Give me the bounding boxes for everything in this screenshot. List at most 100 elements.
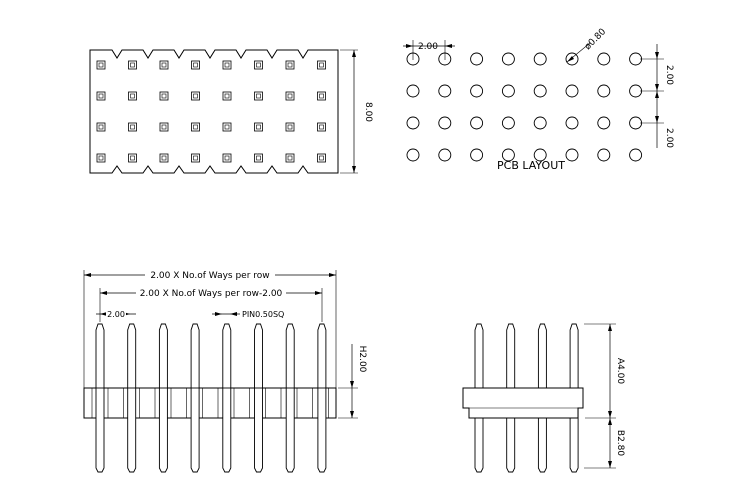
pcb-hole <box>597 52 611 66</box>
top-pin-inner <box>193 155 198 161</box>
side-dim-arrow-4 <box>608 461 612 468</box>
front-pin <box>317 323 327 473</box>
front-pinsize-arrow-left <box>215 312 222 316</box>
top-pin-inner <box>256 155 261 161</box>
front-pinsize-arrow-right <box>230 312 237 316</box>
top-pin-inner <box>161 93 167 99</box>
top-pin <box>128 60 137 70</box>
top-pin <box>96 122 106 132</box>
front-pin <box>190 323 200 473</box>
top-pin <box>222 60 232 70</box>
pcb-hole-leader-arrow <box>567 56 574 62</box>
side-dim-arrow-1 <box>608 324 612 331</box>
top-pin-inner <box>319 93 324 99</box>
top-pin-inner <box>256 93 261 99</box>
front-height-arrow-bottom <box>350 411 354 418</box>
pcb-pitch-arrow-left <box>406 44 413 48</box>
top-pin <box>222 91 232 101</box>
pcb-pitch-arrow-right <box>445 44 452 48</box>
front-span-arrow-right <box>315 291 322 295</box>
pcb-hole <box>406 116 420 130</box>
front-pitch-arrow-left <box>100 312 107 316</box>
pcb-hole <box>629 116 643 130</box>
top-pin <box>96 60 106 70</box>
pcb-hole <box>533 52 547 66</box>
top-pin-inner <box>319 62 324 68</box>
front-pin <box>222 323 232 473</box>
pcb-layout: 2.00 ø0.80 2.00 2.00 PCB LAYOUT <box>403 27 674 172</box>
top-pin-inner <box>161 62 167 68</box>
top-pin <box>222 122 232 132</box>
top-pin-inner <box>287 155 293 161</box>
top-pin <box>191 60 200 70</box>
top-pin <box>222 153 232 163</box>
top-pin <box>285 122 295 132</box>
top-pin <box>159 153 169 163</box>
pcb-hole <box>406 148 420 162</box>
pcb-hole <box>501 52 515 66</box>
top-pin-inner <box>130 124 135 130</box>
top-pin-inner <box>98 124 104 130</box>
top-pin <box>128 122 137 132</box>
top-pin <box>159 60 169 70</box>
top-height-arrow-top <box>352 50 356 57</box>
front-pin <box>95 323 105 473</box>
front-total-length-label: 2.00 X No.of Ways per row <box>150 271 269 281</box>
top-pin-inner <box>224 124 230 130</box>
pcb-hole <box>470 148 484 162</box>
top-pin <box>254 122 263 132</box>
side-upper-pin-label: A4.00 <box>615 358 625 384</box>
top-pin-inner <box>224 62 230 68</box>
top-pin-inner <box>287 124 293 130</box>
top-pin-inner <box>130 62 135 68</box>
pcb-hole <box>597 116 611 130</box>
pcb-hole <box>533 116 547 130</box>
front-total-arrow-left <box>84 273 91 277</box>
front-pin <box>254 323 263 473</box>
side-dim-arrow-2 <box>608 411 612 418</box>
top-view-outline <box>89 49 339 174</box>
top-pin <box>159 91 169 101</box>
top-pin <box>285 60 295 70</box>
pcb-vdim-arrow-2 <box>655 91 659 98</box>
top-pin <box>191 153 200 163</box>
pcb-hole <box>533 84 547 98</box>
pcb-pitch-y2-label: 2.00 <box>664 128 674 148</box>
top-pin <box>191 91 200 101</box>
pcb-hole <box>565 116 579 130</box>
side-view: A4.00 B2.80 <box>462 323 625 473</box>
top-pin <box>317 122 326 132</box>
pcb-hole <box>629 52 643 66</box>
pcb-hole <box>470 84 484 98</box>
top-pin-inner <box>319 124 324 130</box>
top-pin-inner <box>287 93 293 99</box>
top-pin <box>317 91 326 101</box>
top-pin <box>128 153 137 163</box>
top-pin <box>159 122 169 132</box>
pcb-layout-title: PCB LAYOUT <box>497 159 565 172</box>
side-insulator-front <box>462 387 584 419</box>
front-pitch-label: 2.00 <box>107 310 125 319</box>
top-pin-inner <box>319 155 324 161</box>
front-pin-size-label: PIN0.50SQ <box>242 310 284 319</box>
pcb-hole <box>438 148 452 162</box>
pcb-hole <box>501 84 515 98</box>
side-lower-pin-label: B2.80 <box>615 430 625 456</box>
top-pin <box>96 91 106 101</box>
pcb-hole <box>597 84 611 98</box>
top-pin-inner <box>256 62 261 68</box>
front-insulator-height-label: H2.00 <box>357 346 367 373</box>
pcb-pitch-x-label: 2.00 <box>418 42 438 52</box>
pcb-hole <box>470 52 484 66</box>
top-pin-inner <box>161 124 167 130</box>
pcb-hole <box>629 148 643 162</box>
pcb-vdim-arrow-1 <box>655 52 659 59</box>
top-pin-inner <box>224 155 230 161</box>
front-pin <box>158 323 168 473</box>
top-height-label: 8.00 <box>363 102 373 122</box>
top-height-arrow-bottom <box>352 166 356 173</box>
front-pin-span-label: 2.00 X No.of Ways per row-2.00 <box>140 289 283 299</box>
pcb-hole <box>597 148 611 162</box>
top-pin-inner <box>224 93 230 99</box>
